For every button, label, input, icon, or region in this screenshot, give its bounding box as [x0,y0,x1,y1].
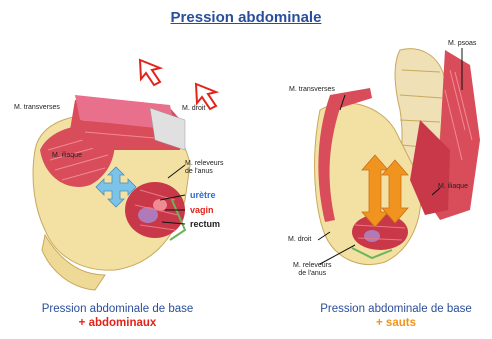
caption-right: Pression abdominale de base + sauts [300,302,492,330]
caption-right-base: Pression abdominale de base [300,302,492,316]
label-left-releveurs: M. releveurs de l'anus [185,160,224,176]
label-right-iliaque: M. iliaque [438,183,468,191]
label-vagin: vagin [190,205,214,215]
caption-left-extra: + abdominaux [5,316,230,330]
caption-left-base: Pression abdominale de base [5,302,230,316]
label-right-psoas: M. psoas [448,40,476,48]
right-pelvis-figure [315,48,480,264]
caption-left: Pression abdominale de base + abdominaux [5,302,230,330]
caption-right-extra-text: + sauts [376,317,416,329]
label-right-releveurs: M. releveurs de l'anus [293,262,332,278]
label-right-droit: M. droit [288,236,311,244]
pressure-arrow-1 [140,60,160,85]
label-right-transverses: M. transverses [289,86,335,94]
label-left-droit: M. droit [182,105,205,113]
label-left-iliaque: M. iliaque [52,152,82,160]
caption-left-extra-text: + abdominaux [79,317,157,329]
label-uretre: urètre [190,190,216,200]
label-left-transverses: M. transverses [14,104,60,112]
label-rectum: rectum [190,219,220,229]
caption-right-extra: + sauts [300,316,492,330]
